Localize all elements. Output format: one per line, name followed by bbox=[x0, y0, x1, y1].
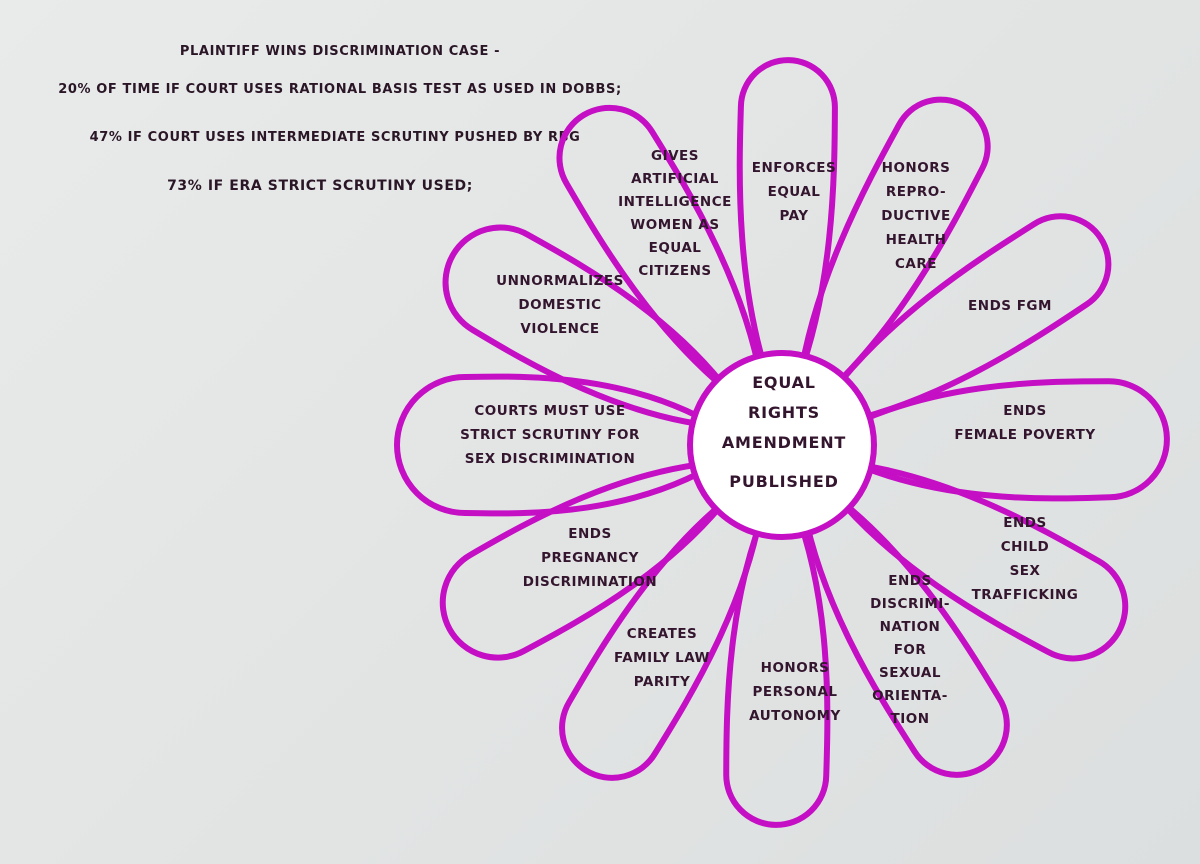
petal-ends-female-poverty bbox=[828, 378, 1170, 502]
petal-label-line: HONORS bbox=[761, 660, 830, 676]
petal-label-honors-personal-autonomy: HONORS PERSONAL AUTONOMY bbox=[749, 660, 841, 724]
header-line-2: 20% OF TIME IF COURT USES RATIONAL BASIS… bbox=[58, 82, 622, 97]
petal-label-line: VIOLENCE bbox=[520, 321, 599, 337]
petal-label-line: WOMEN AS bbox=[630, 217, 719, 233]
petal-label-line: HEALTH bbox=[886, 232, 947, 248]
petal-label-line: ARTIFICIAL bbox=[631, 171, 719, 187]
center-title-line: AMENDMENT bbox=[722, 433, 846, 452]
petal-label-line: NATION bbox=[880, 619, 941, 635]
petal-label-ends-discrimination-sexual-orientation: ENDS DISCRIMI- NATION FOR SEXUAL ORIENTA- TION bbox=[870, 573, 950, 727]
center-title: EQUAL RIGHTS AMENDMENT PUBLISHED bbox=[722, 373, 846, 491]
center-title-line: PUBLISHED bbox=[729, 472, 838, 491]
petal-label-line: EQUAL bbox=[768, 184, 821, 200]
petal-label-line: STRICT SCRUTINY FOR bbox=[460, 427, 640, 443]
petal-label-line: PAY bbox=[779, 208, 808, 224]
petal-label-line: ORIENTA- bbox=[872, 688, 948, 704]
petal-label-line: PARITY bbox=[634, 674, 691, 690]
petal-label-line: DISCRIMINATION bbox=[523, 574, 657, 590]
petal-label-line: ENFORCES bbox=[752, 160, 836, 176]
petal-enforces-equal-pay bbox=[736, 57, 838, 399]
petal-ends-child-sex-trafficking bbox=[818, 458, 1129, 662]
petal-label-line: TION bbox=[890, 711, 929, 727]
center-title-line: EQUAL bbox=[752, 373, 816, 392]
petal-honors-reproductive-health-care bbox=[794, 96, 991, 409]
petal-label-gives-ai-women-equal-citizens: GIVES ARTIFICIAL INTELLIGENCE WOMEN AS EQUAL… bbox=[618, 148, 732, 279]
petal-label-line: GIVES bbox=[651, 148, 699, 164]
center-title-line: RIGHTS bbox=[748, 403, 820, 422]
petal-label-ends-fgm: ENDS FGM bbox=[968, 298, 1052, 314]
petal-label-line: CARE bbox=[895, 256, 937, 272]
petal-label-line: ENDS FGM bbox=[968, 298, 1052, 314]
petal-label-line: UNNORMALIZES bbox=[496, 273, 624, 289]
petal-label-line: ENDS bbox=[1003, 515, 1046, 531]
petal-honors-personal-autonomy bbox=[723, 491, 831, 828]
petal-label-ends-child-sex-trafficking: ENDS CHILD SEX TRAFFICKING bbox=[972, 515, 1079, 603]
petal-label-enforces-equal-pay: ENFORCES EQUAL PAY bbox=[752, 160, 836, 224]
label-layer: ENFORCES EQUAL PAY HONORS REPRO- DUCTIVE HEALT… bbox=[460, 148, 1095, 727]
petal-label-courts-strict-scrutiny: COURTS MUST USE STRICT SCRUTINY FOR SEX DI… bbox=[460, 403, 640, 467]
petal-label-line: CREATES bbox=[627, 626, 698, 642]
petal-label-line: HONORS bbox=[882, 160, 951, 176]
petal-label-line: DOMESTIC bbox=[518, 297, 601, 313]
petal-label-honors-reproductive-health-care: HONORS REPRO- DUCTIVE HEALTH CARE bbox=[881, 160, 950, 272]
petal-label-line: CHILD bbox=[1001, 539, 1050, 555]
petal-label-line: PERSONAL bbox=[752, 684, 837, 700]
petal-label-ends-pregnancy-discrimination: ENDS PREGNANCY DISCRIMINATION bbox=[523, 526, 657, 590]
header-line-1: PLAINTIFF WINS DISCRIMINATION CASE - bbox=[179, 44, 501, 59]
petal-ends-discrimination-sexual-orientation bbox=[797, 479, 1010, 778]
petal-label-line: ENDS bbox=[568, 526, 611, 542]
petal-label-line: TRAFFICKING bbox=[972, 587, 1079, 603]
center-layer: EQUAL RIGHTS AMENDMENT PUBLISHED bbox=[687, 350, 877, 540]
petal-layer bbox=[394, 57, 1170, 828]
petal-ends-pregnancy-discrimination bbox=[439, 458, 746, 661]
petal-courts-strict-scrutiny bbox=[394, 373, 735, 517]
petal-label-line: EQUAL bbox=[649, 240, 702, 256]
petal-label-unnormalizes-domestic-violence: UNNORMALIZES DOMESTIC VIOLENCE bbox=[496, 273, 624, 337]
petal-label-line: AUTONOMY bbox=[749, 708, 841, 724]
petal-label-line: DUCTIVE bbox=[881, 208, 950, 224]
center-circle bbox=[687, 350, 877, 540]
petal-label-line: FEMALE POVERTY bbox=[954, 427, 1095, 443]
header-line-4: 73% IF ERA STRICT SCRUTINY USED; bbox=[167, 178, 473, 194]
petal-label-line: FAMILY LAW bbox=[614, 650, 710, 666]
petal-label-line: COURTS MUST USE bbox=[474, 403, 625, 419]
petal-label-line: FOR bbox=[894, 642, 927, 658]
petal-label-line: ENDS bbox=[1003, 403, 1046, 419]
petal-label-line: REPRO- bbox=[886, 184, 946, 200]
petal-label-line: SEX bbox=[1010, 563, 1041, 579]
petal-unnormalizes-domestic-violence bbox=[442, 224, 747, 431]
petal-label-line: SEX DISCRIMINATION bbox=[465, 451, 636, 467]
petal-ends-fgm bbox=[816, 213, 1112, 429]
petal-label-ends-female-poverty: ENDS FEMALE POVERTY bbox=[954, 403, 1095, 443]
petal-label-line: INTELLIGENCE bbox=[618, 194, 732, 210]
petal-gives-ai-women-equal-citizens bbox=[556, 104, 767, 410]
petal-label-line: DISCRIMI- bbox=[870, 596, 950, 612]
header-line-3: 47% IF COURT USES INTERMEDIATE SCRUTINY … bbox=[89, 130, 581, 145]
petal-creates-family-law-parity bbox=[559, 480, 767, 781]
petal-label-line: CITIZENS bbox=[638, 263, 711, 279]
petal-label-creates-family-law-parity: CREATES FAMILY LAW PARITY bbox=[614, 626, 710, 690]
petal-label-line: ENDS bbox=[888, 573, 931, 589]
petal-label-line: PREGNANCY bbox=[541, 550, 639, 566]
petal-label-line: SEXUAL bbox=[879, 665, 941, 681]
